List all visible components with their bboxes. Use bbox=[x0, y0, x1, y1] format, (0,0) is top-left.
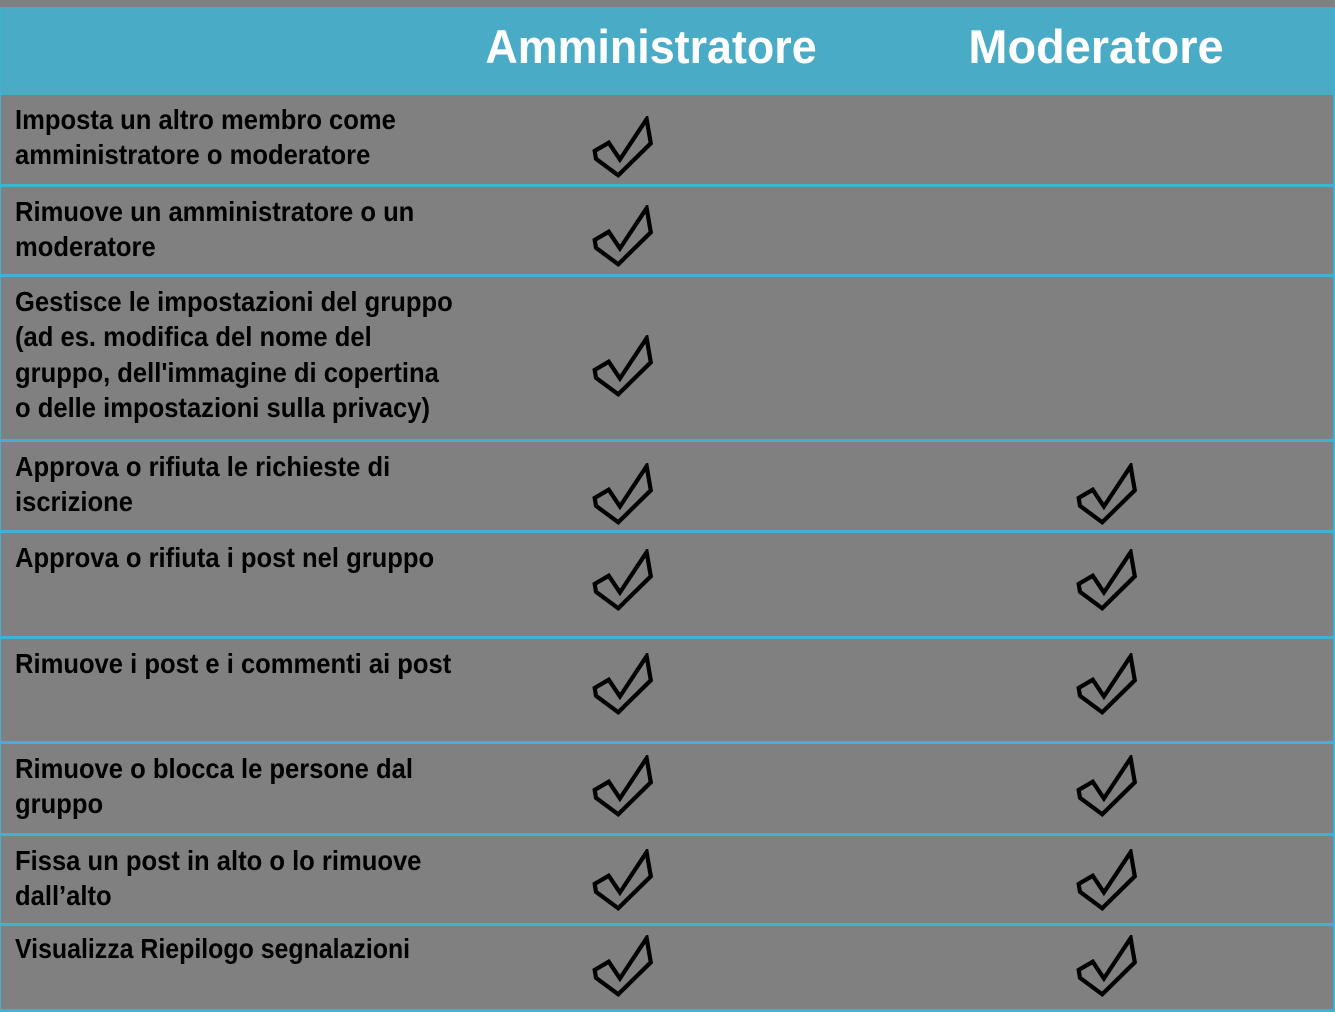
column-header-moderatore: Moderatore bbox=[968, 19, 1224, 73]
check-icon-moderatore bbox=[1076, 463, 1137, 525]
permission-label: Gestisce le impostazioni del gruppo (ad … bbox=[14, 286, 453, 423]
check-icon-amministratore bbox=[591, 849, 653, 911]
table-row: Approva o rifiuta i post nel gruppo bbox=[1, 533, 1333, 639]
permissions-table: Amministratore Moderatore Imposta un alt… bbox=[0, 7, 1335, 1012]
table-row: Fissa un post in alto o lo rimuove dall’… bbox=[1, 836, 1333, 926]
permission-label: Visualizza Riepilogo segnalazioni bbox=[14, 932, 410, 964]
check-icon-amministratore bbox=[591, 116, 653, 178]
permission-label: Fissa un post in alto o lo rimuove dall’… bbox=[14, 845, 421, 912]
check-icon-moderatore bbox=[1076, 549, 1137, 611]
permission-label: Rimuove i post e i commenti ai post bbox=[14, 648, 451, 679]
check-icon-moderatore bbox=[1076, 935, 1137, 997]
check-icon-amministratore bbox=[591, 335, 653, 397]
permission-label: Rimuove o blocca le persone dal gruppo bbox=[14, 753, 413, 820]
table-row: Visualizza Riepilogo segnalazioni bbox=[1, 926, 1333, 1012]
permission-label: Rimuove un amministratore o un moderator… bbox=[14, 196, 414, 263]
check-icon-amministratore bbox=[591, 463, 653, 525]
check-icon-amministratore bbox=[591, 653, 653, 715]
permission-label: Approva o rifiuta i post nel gruppo bbox=[14, 542, 434, 573]
check-icon-amministratore bbox=[591, 755, 653, 817]
table-header-row: Amministratore Moderatore bbox=[1, 7, 1333, 95]
check-icon-moderatore bbox=[1076, 849, 1137, 911]
permission-label: Imposta un altro membro come amministrat… bbox=[14, 104, 396, 171]
column-header-amministratore: Amministratore bbox=[485, 19, 817, 73]
check-icon-amministratore bbox=[591, 205, 653, 267]
table-row: Rimuove i post e i commenti ai post bbox=[1, 639, 1333, 744]
table-row: Gestisce le impostazioni del gruppo (ad … bbox=[1, 277, 1333, 442]
check-icon-amministratore bbox=[591, 935, 653, 997]
check-icon-moderatore bbox=[1076, 755, 1137, 817]
table-row: Imposta un altro membro come amministrat… bbox=[1, 95, 1333, 187]
table-row: Rimuove un amministratore o un moderator… bbox=[1, 187, 1333, 277]
table-row: Rimuove o blocca le persone dal gruppo bbox=[1, 744, 1333, 836]
table-row: Approva o rifiuta le richieste di iscriz… bbox=[1, 442, 1333, 533]
check-icon-moderatore bbox=[1076, 653, 1137, 715]
permission-label: Approva o rifiuta le richieste di iscriz… bbox=[14, 451, 390, 518]
check-icon-amministratore bbox=[591, 549, 653, 611]
